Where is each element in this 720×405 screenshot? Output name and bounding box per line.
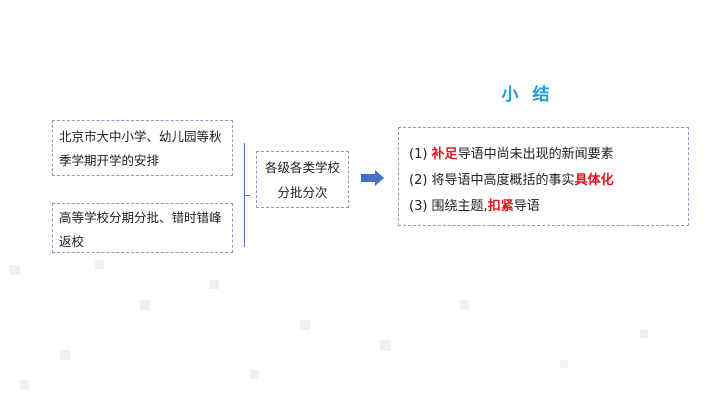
summary-item-1: (1) 补足导语中尚未出现的新闻要素 <box>409 142 678 168</box>
summary-item-3: (3) 围绕主题,扣紧导语 <box>409 194 678 220</box>
item-number: (2) <box>409 173 432 188</box>
item-number: (1) <box>409 147 432 162</box>
middle-box: 各级各类学校 分批分次 <box>256 151 349 208</box>
left-box-university-return: 高等学校分期分批、错时错峰返校 <box>52 203 233 253</box>
item-text: 导语中尚未出现的新闻要素 <box>457 147 614 162</box>
summary-item-2: (2) 将导语中高度概括的事实具体化 <box>409 168 678 194</box>
emphasis-text: 补足 <box>431 147 458 162</box>
bracket-tick <box>244 195 250 196</box>
left-box-school-schedule: 北京市大中小学、幼儿园等秋季学期开学的安排 <box>52 120 233 176</box>
emphasis-text: 扣紧 <box>487 199 514 214</box>
item-text: 导语 <box>513 199 540 214</box>
middle-line-1: 各级各类学校 <box>264 160 340 175</box>
emphasis-text: 具体化 <box>574 173 614 188</box>
item-text: 将导语中高度概括的事实 <box>431 173 575 188</box>
item-text: 围绕主题, <box>431 199 488 214</box>
middle-line-2: 分批分次 <box>277 185 328 200</box>
item-number: (3) <box>409 199 432 214</box>
slide-title: 小 结 <box>501 85 554 105</box>
left-box-text: 北京市大中小学、幼儿园等秋季学期开学的安排 <box>59 129 222 168</box>
left-box-text: 高等学校分期分批、错时错峰返校 <box>59 210 222 249</box>
right-arrow-icon <box>361 170 384 186</box>
summary-box: (1) 补足导语中尚未出现的新闻要素 (2) 将导语中高度概括的事实具体化 (3… <box>398 127 689 226</box>
